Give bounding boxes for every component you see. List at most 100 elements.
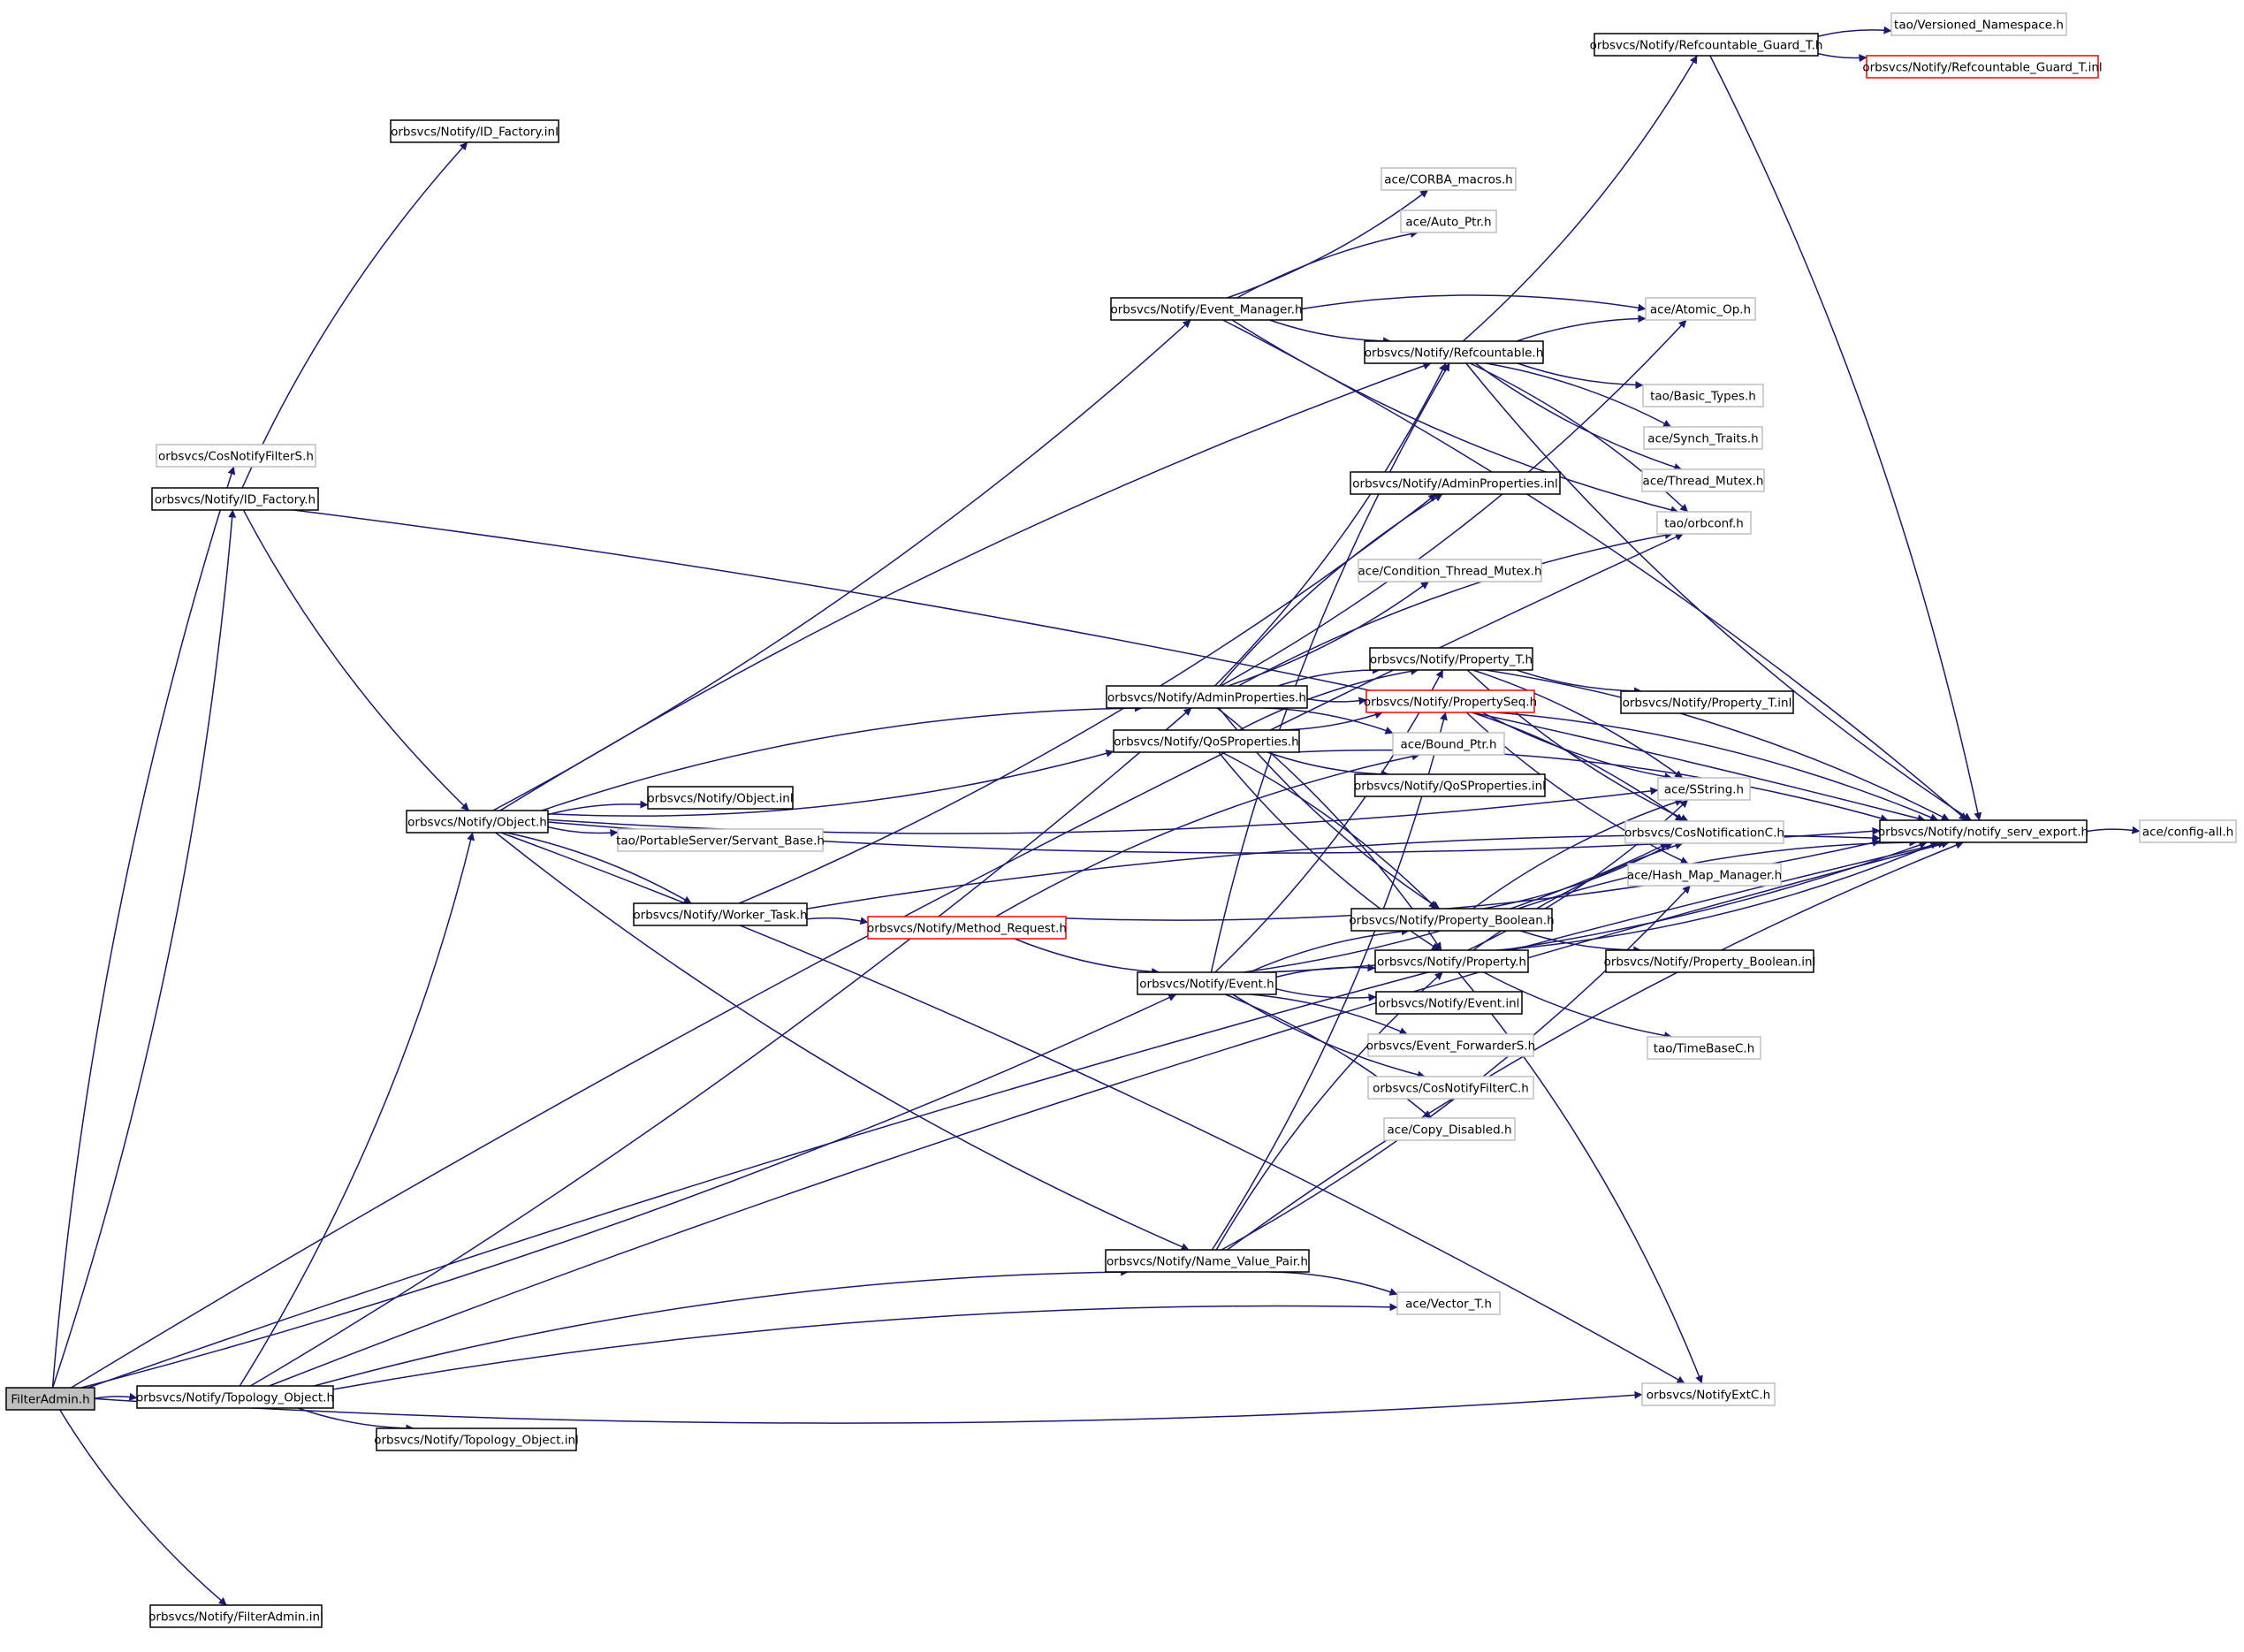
node-property_h[interactable]: orbsvcs/Notify/Property.h — [1374, 949, 1529, 973]
node-label: orbsvcs/Notify/QoSProperties.inl — [1354, 780, 1546, 794]
edge-refcountable_h-to-notify_serv_export — [1465, 362, 1972, 821]
node-object_h[interactable]: orbsvcs/Notify/Object.h — [406, 810, 549, 834]
edge-admin_properties_h-to-atomic_op — [1221, 319, 1687, 687]
node-method_request[interactable]: orbsvcs/Notify/Method_Request.h — [867, 916, 1067, 940]
node-box — [1106, 685, 1308, 709]
node-label: orbsvcs/Notify/Property.h — [1377, 955, 1526, 970]
node-label: orbsvcs/Notify/ID_Factory.inl — [391, 126, 559, 140]
node-box — [1594, 33, 1819, 57]
node-label: ace/SString.h — [1664, 783, 1744, 797]
edge-filteradmin_h-to-event_h — [80, 993, 1177, 1389]
node-label: orbsvcs/Notify/Property_Boolean.inl — [1604, 955, 1816, 970]
node-event_h[interactable]: orbsvcs/Notify/Event.h — [1137, 971, 1277, 995]
node-filteradmin_inl[interactable]: orbsvcs/Notify/FilterAdmin.inl — [148, 1604, 323, 1628]
edge-object_h-to-refcountable_h — [499, 362, 1432, 811]
node-label: tao/Basic_Types.h — [1650, 390, 1756, 404]
node-object_inl[interactable]: orbsvcs/Notify/Object.inl — [647, 786, 794, 810]
edge-method_request-to-bound_ptr — [995, 752, 1420, 917]
node-box — [149, 1604, 323, 1628]
node-property_boolean_h[interactable]: orbsvcs/Notify/Property_Boolean.h — [1349, 908, 1555, 932]
node-property_t_h[interactable]: orbsvcs/Notify/Property_T.h — [1369, 647, 1533, 671]
edge-property_h-to-cosnotificationc — [1472, 841, 1684, 951]
node-admin_properties_h[interactable]: orbsvcs/Notify/AdminProperties.h — [1106, 685, 1308, 709]
node-label: ace/Synch_Traits.h — [1647, 432, 1758, 446]
node-qos_properties_h[interactable]: orbsvcs/Notify/QoSProperties.h — [1113, 729, 1300, 753]
node-label: ace/Thread_Mutex.h — [1643, 475, 1764, 489]
edge-filteradmin_h-to-cosnotifyfilters — [51, 466, 236, 1389]
node-label: orbsvcs/Notify/FilterAdmin.inl — [148, 1610, 323, 1625]
edge-event_h-to-property_t_h — [1214, 669, 1444, 973]
edge-topology_object_h-to-notify_serv_export — [269, 840, 1950, 1387]
edge-property_seq_h-to-notify_serv_export — [1495, 712, 1939, 821]
node-label: FilterAdmin.h — [11, 1393, 89, 1407]
node-event_inl[interactable]: orbsvcs/Notify/Event.inl — [1375, 991, 1523, 1015]
node-box — [867, 916, 1067, 940]
node-hash_map_manager: ace/Hash_Map_Manager.h — [1627, 863, 1782, 887]
node-box — [647, 786, 794, 810]
node-refcountable_guard_t_inl[interactable]: orbsvcs/Notify/Refcountable_Guard_T.inl — [1862, 55, 2103, 79]
node-property_t_inl[interactable]: orbsvcs/Notify/Property_T.inl — [1620, 690, 1794, 714]
edge-admin_properties_h-to-admin_properties_inl — [1219, 493, 1443, 687]
node-property_boolean_inl[interactable]: orbsvcs/Notify/Property_Boolean.inl — [1604, 949, 1816, 973]
node-name_value_pair[interactable]: orbsvcs/Notify/Name_Value_Pair.h — [1105, 1249, 1310, 1273]
edge-object_h-to-qos_properties_h — [547, 750, 1114, 817]
node-auto_ptr: ace/Auto_Ptr.h — [1400, 209, 1497, 233]
node-filteradmin_h[interactable]: FilterAdmin.h — [5, 1387, 95, 1411]
node-corba_macros: ace/CORBA_macros.h — [1381, 167, 1517, 191]
node-id_factory_h[interactable]: orbsvcs/Notify/ID_Factory.h — [151, 487, 319, 511]
edge-refcountable_h-to-basic_types — [1517, 362, 1644, 390]
node-property_seq_h[interactable]: orbsvcs/Notify/PropertySeq.h — [1364, 689, 1537, 713]
node-label: orbsvcs/Notify/Property_T.inl — [1623, 697, 1792, 711]
edge-event_manager-to-notify_serv_export — [1222, 319, 1967, 821]
node-id_factory_inl[interactable]: orbsvcs/Notify/ID_Factory.inl — [390, 119, 559, 143]
node-label: orbsvcs/Notify/AdminProperties.inl — [1352, 477, 1557, 491]
edge-event_h-to-event_forwarders — [1250, 993, 1408, 1035]
node-box — [1605, 949, 1814, 973]
node-box — [1657, 777, 1751, 801]
edge-property_t_h-to-notify_serv_export — [1485, 669, 1950, 821]
node-topology_object_h[interactable]: orbsvcs/Notify/Topology_Object.h — [136, 1385, 334, 1409]
node-box — [406, 810, 549, 834]
node-refcountable_h[interactable]: orbsvcs/Notify/Refcountable.h — [1364, 340, 1544, 364]
edge-object_h-to-name_value_pair — [495, 832, 1190, 1251]
edge-event_manager-to-atomic_op — [1301, 294, 1647, 312]
node-admin_properties_inl[interactable]: orbsvcs/Notify/AdminProperties.inl — [1350, 471, 1561, 495]
edge-admin_properties_h-to-property_seq_h — [1306, 697, 1367, 705]
edge-refcountable_guard_t_h-to-notify_serv_export — [1709, 55, 1982, 821]
node-box — [2139, 819, 2237, 843]
node-condition_thread_mutex: ace/Condition_Thread_Mutex.h — [1358, 559, 1542, 582]
edge-filteradmin_h-to-id_factory_h — [51, 509, 237, 1389]
edge-object_h-to-worker_task — [506, 832, 692, 904]
node-refcountable_guard_t_h[interactable]: orbsvcs/Notify/Refcountable_Guard_T.h — [1590, 33, 1823, 57]
node-label: orbsvcs/Notify/Event.h — [1139, 978, 1274, 992]
node-label: orbsvcs/Notify/Name_Value_Pair.h — [1107, 1255, 1308, 1269]
node-basic_types: tao/Basic_Types.h — [1642, 384, 1764, 407]
edge-qos_properties_h-to-qos_properties_inl — [1267, 751, 1390, 779]
node-label: orbsvcs/Notify/ID_Factory.h — [155, 493, 316, 507]
node-event_manager[interactable]: orbsvcs/Notify/Event_Manager.h — [1110, 297, 1303, 321]
edge-id_factory_h-to-object_h — [242, 509, 470, 811]
node-box — [1396, 1291, 1501, 1315]
node-label: orbsvcs/CosNotifyFilterS.h — [158, 450, 314, 464]
node-topology_object_inl[interactable]: orbsvcs/Notify/Topology_Object.inl — [374, 1427, 579, 1451]
node-label: ace/Bound_Ptr.h — [1400, 738, 1496, 752]
node-box — [633, 902, 808, 926]
edge-refcountable_guard_t_h-to-refcountable_guard_t_inl — [1817, 52, 1867, 63]
edge-refcountable_guard_t_h-to-versioned_namespace — [1817, 26, 1892, 37]
edge-object_h-to-servant_base — [547, 826, 619, 837]
node-qos_properties_inl[interactable]: orbsvcs/Notify/QoSProperties.inl — [1354, 773, 1546, 797]
node-label: orbsvcs/Notify/PropertySeq.h — [1364, 696, 1537, 710]
node-box — [1364, 340, 1544, 364]
edge-event_h-to-event_inl — [1275, 988, 1377, 1002]
edge-property_seq_h-to-cosnotificationc — [1472, 712, 1684, 822]
node-notify_serv_export[interactable]: orbsvcs/Notify/notify_serv_export.h — [1878, 819, 2088, 843]
node-copy_disabled: ace/Copy_Disabled.h — [1383, 1117, 1516, 1141]
node-box — [1350, 471, 1561, 495]
node-worker_task[interactable]: orbsvcs/Notify/Worker_Task.h — [633, 902, 808, 926]
edge-filteradmin_h-to-topology_object_h — [94, 1392, 138, 1401]
edge-worker_task-to-method_request — [806, 917, 869, 925]
node-label: orbsvcs/Notify/notify_serv_export.h — [1878, 826, 2088, 840]
edge-admin_properties_h-to-orbconf — [1237, 531, 1673, 687]
edge-refcountable_h-to-atomic_op — [1516, 315, 1647, 342]
node-box — [390, 119, 559, 143]
